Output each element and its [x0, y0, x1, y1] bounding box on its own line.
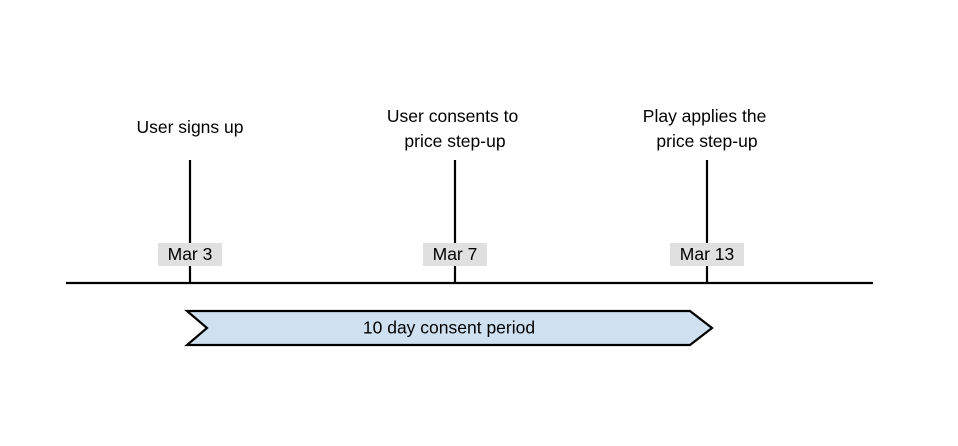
milestone-label-consent-line-1: User consents to	[387, 106, 518, 126]
milestone-label-consent-line-2: price step-up	[404, 131, 505, 151]
milestone-label-signup-line-1: User signs up	[137, 117, 244, 137]
consent-period-banner-shape	[184, 309, 714, 347]
date-chip-consent-background	[423, 243, 487, 266]
consent-period-banner: 10 day consent period	[184, 309, 714, 347]
milestone-consent: User consents to price step-up Mar 7	[387, 106, 523, 284]
milestone-label-consent: User consents to price step-up	[387, 106, 523, 151]
consent-period-banner-label: 10 day consent period	[363, 318, 535, 338]
milestone-label-apply-line-2: price step-up	[656, 131, 757, 151]
date-chip-signup-background	[158, 243, 222, 266]
date-chip-signup-label: Mar 3	[168, 244, 213, 264]
date-chip-apply-label: Mar 13	[680, 244, 734, 264]
date-chip-apply-background	[670, 243, 744, 266]
milestone-signup: User signs up Mar 3	[137, 117, 244, 284]
milestone-label-apply-line-1: Play applies the	[643, 106, 767, 126]
date-chip-consent-label: Mar 7	[433, 244, 478, 264]
milestone-label-apply: Play applies the price step-up	[643, 106, 771, 151]
milestone-label-signup: User signs up	[137, 117, 244, 137]
milestone-apply: Play applies the price step-up Mar 13	[643, 106, 771, 284]
